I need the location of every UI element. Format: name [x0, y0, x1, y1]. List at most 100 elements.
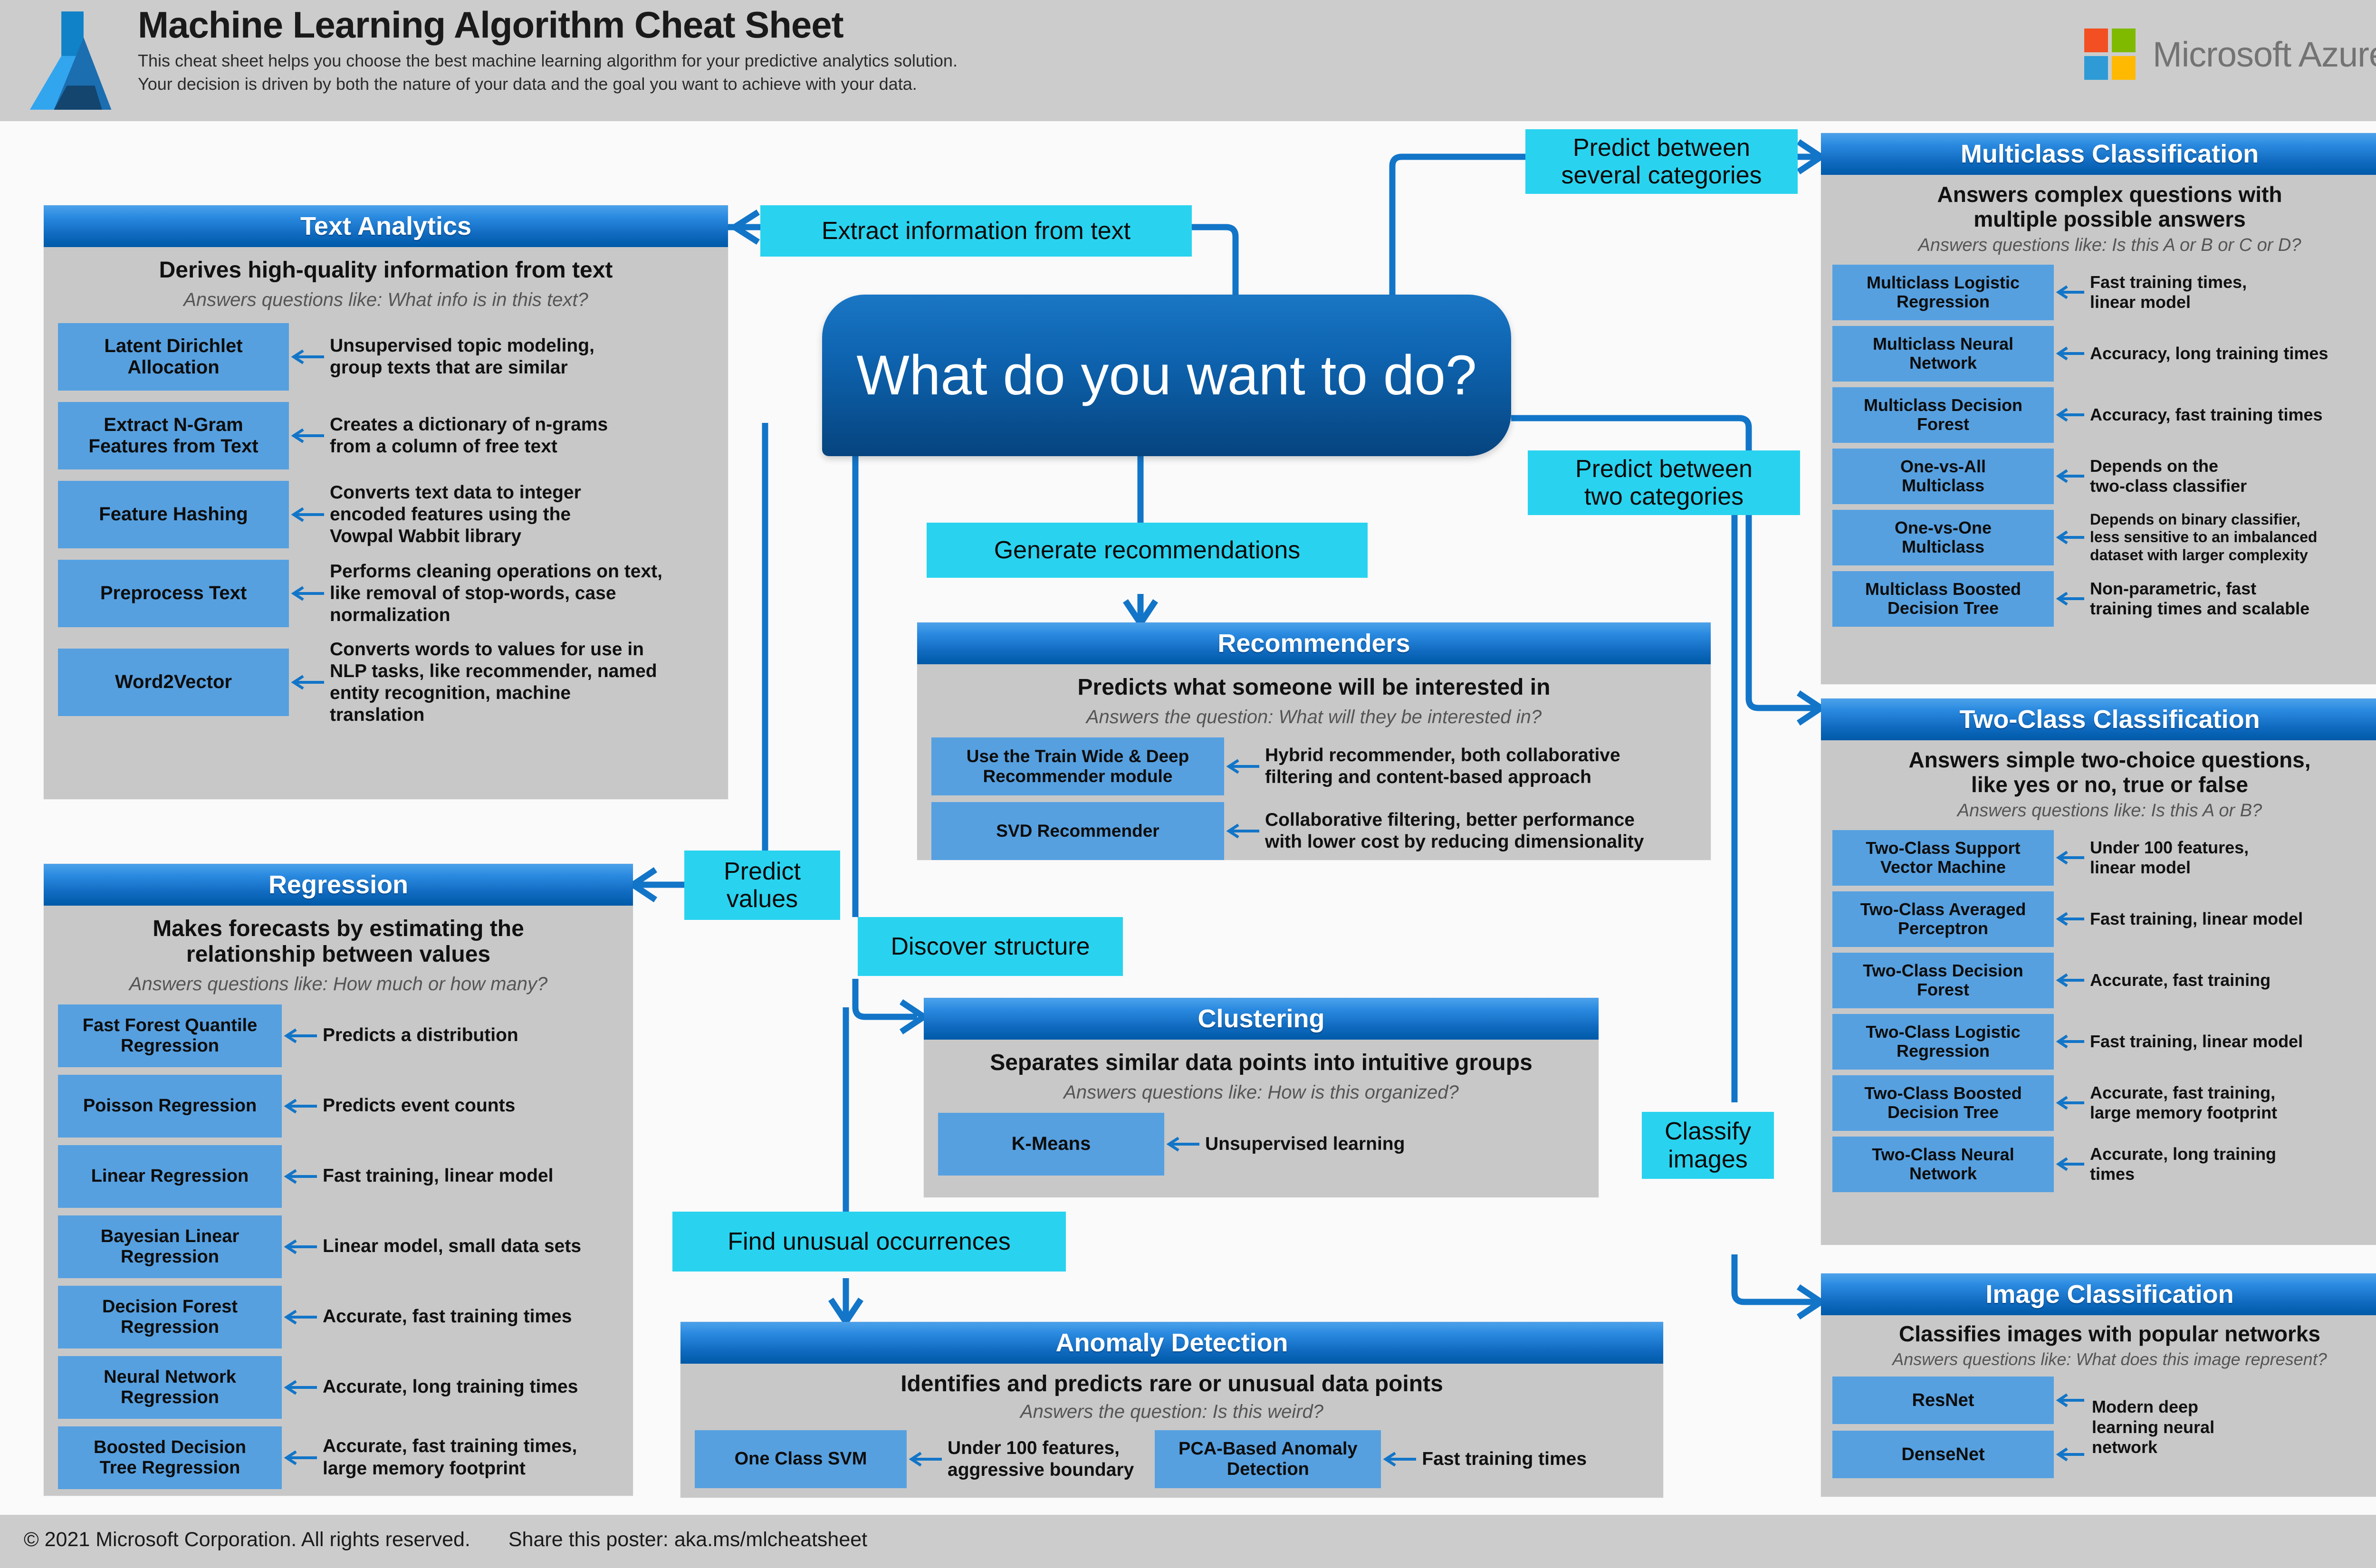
- left-arrow-icon: [1164, 1135, 1201, 1154]
- algorithm-note: Hybrid recommender, both collaborative f…: [1265, 745, 1620, 787]
- algorithm-row: SVD Recommender Collaborative filtering,…: [931, 802, 1696, 860]
- algorithm-box[interactable]: K-Means: [938, 1112, 1164, 1176]
- algorithm-row: Two-Class Boosted Decision Tree Accurate…: [1832, 1075, 2376, 1131]
- algorithm-row: Latent Dirichlet Allocation Unsupervised…: [58, 323, 714, 391]
- left-arrow-icon: [2054, 283, 2086, 301]
- panel-description: Identifies and predicts rare or unusual …: [901, 1371, 1443, 1396]
- algorithm-box[interactable]: Linear Regression: [58, 1145, 282, 1208]
- algorithm-box[interactable]: SVD Recommender: [931, 802, 1224, 860]
- panel-question: Answers questions like: What info is in …: [183, 289, 588, 310]
- algorithm-row: Multiclass Neural Network Accuracy, long…: [1832, 325, 2376, 382]
- algorithm-box[interactable]: Two-Class Averaged Perceptron: [1832, 891, 2054, 947]
- left-arrow-icon: [2054, 1033, 2086, 1051]
- algorithm-box[interactable]: Two-Class Neural Network: [1832, 1136, 2054, 1192]
- panel-title: Clustering: [924, 998, 1599, 1040]
- panel-description: Answers complex questions with multiple …: [1937, 182, 2282, 231]
- center-question-bubble: What do you want to do?: [822, 295, 1511, 456]
- panel-recommenders: Recommenders Predicts what someone will …: [917, 622, 1711, 860]
- algorithm-note: Predicts event counts: [323, 1095, 516, 1116]
- share-link[interactable]: Share this poster: aka.ms/mlcheatsheet: [508, 1528, 868, 1551]
- algorithm-box[interactable]: Poisson Regression: [58, 1074, 282, 1138]
- algorithm-note: Performs cleaning operations on text, li…: [330, 561, 662, 625]
- decision-discover-structure[interactable]: Discover structure: [858, 917, 1123, 976]
- decision-label: Predict between two categories: [1575, 455, 1753, 510]
- algorithm-row: Linear Regression Fast training, linear …: [58, 1145, 619, 1208]
- algorithm-list: Multiclass Logistic Regression Fast trai…: [1832, 264, 2376, 627]
- algorithm-box[interactable]: One-vs-One Multiclass: [1832, 509, 2054, 565]
- algorithm-row: Boosted Decision Tree Regression Accurat…: [58, 1426, 619, 1489]
- algorithm-box[interactable]: ResNet: [1832, 1376, 2054, 1424]
- algorithm-box[interactable]: Extract N-Gram Features from Text: [58, 402, 289, 469]
- algorithm-box[interactable]: One-vs-All Multiclass: [1832, 448, 2054, 504]
- algorithm-box[interactable]: Decision Forest Regression: [58, 1285, 282, 1348]
- left-arrow-icon: [289, 673, 326, 692]
- decision-extract-information-from-text[interactable]: Extract information from text: [760, 205, 1192, 257]
- algorithm-box[interactable]: Feature Hashing: [58, 480, 289, 548]
- algorithm-box[interactable]: Multiclass Boosted Decision Tree: [1832, 571, 2054, 627]
- panel-multiclass-classification: Multiclass Classification Answers comple…: [1821, 133, 2376, 684]
- left-arrow-icon: [2054, 1445, 2086, 1463]
- decision-classify-images[interactable]: Classify images: [1642, 1112, 1774, 1179]
- algorithm-note: Under 100 features, aggressive boundary: [948, 1437, 1134, 1480]
- algorithm-box[interactable]: Boosted Decision Tree Regression: [58, 1426, 282, 1489]
- left-arrow-icon: [1381, 1450, 1418, 1469]
- algorithm-box[interactable]: Two-Class Logistic Regression: [1832, 1013, 2054, 1070]
- left-arrow-icon: [289, 584, 326, 603]
- algorithm-list: Use the Train Wide & Deep Recommender mo…: [931, 737, 1696, 860]
- algorithm-box[interactable]: Fast Forest Quantile Regression: [58, 1004, 282, 1067]
- panel-question: Answers the question: Is this weird?: [1020, 1401, 1324, 1422]
- algorithm-note: Accurate, long training times: [323, 1377, 578, 1397]
- algorithm-box[interactable]: Word2Vector: [58, 648, 289, 716]
- decision-label: Generate recommendations: [994, 536, 1301, 564]
- algorithm-row: Two-Class Decision Forest Accurate, fast…: [1832, 952, 2376, 1008]
- algorithm-box[interactable]: PCA-Based Anomaly Detection: [1155, 1430, 1381, 1488]
- algorithm-row: One-vs-All Multiclass Depends on the two…: [1832, 448, 2376, 504]
- decision-find-unusual-occurrences[interactable]: Find unusual occurrences: [672, 1212, 1066, 1272]
- algorithm-note: Depends on the two-class classifier: [2090, 456, 2247, 496]
- algorithm-box[interactable]: Neural Network Regression: [58, 1356, 282, 1419]
- algorithm-note: Unsupervised learning: [1205, 1133, 1405, 1154]
- microsoft-azure-wordmark: Microsoft Azure: [2153, 34, 2376, 74]
- algorithm-row: Fast Forest Quantile Regression Predicts…: [58, 1004, 619, 1067]
- left-arrow-icon: [2054, 590, 2086, 608]
- algorithm-note: Fast training, linear model: [2090, 1031, 2303, 1051]
- algorithm-row: Two-Class Logistic Regression Fast train…: [1832, 1013, 2376, 1070]
- algorithm-box[interactable]: Two-Class Boosted Decision Tree: [1832, 1075, 2054, 1131]
- decision-predict-between-several-categories[interactable]: Predict between several categories: [1525, 129, 1798, 194]
- left-arrow-icon: [2054, 467, 2086, 485]
- algorithm-box[interactable]: Multiclass Logistic Regression: [1832, 264, 2054, 320]
- algorithm-note: Collaborative filtering, better performa…: [1265, 809, 1644, 852]
- algorithm-list: K-Means Unsupervised learning: [938, 1112, 1584, 1176]
- algorithm-box[interactable]: Preprocess Text: [58, 559, 289, 627]
- panel-title: Recommenders: [917, 622, 1711, 664]
- algorithm-list: ResNet DenseNet Modern deep learning neu…: [1832, 1376, 2376, 1478]
- algorithm-note: Depends on binary classifier, less sensi…: [2090, 510, 2318, 564]
- algorithm-box[interactable]: DenseNet: [1832, 1430, 2054, 1478]
- algorithm-row: Two-Class Neural Network Accurate, long …: [1832, 1136, 2376, 1192]
- decision-predict-between-two-categories[interactable]: Predict between two categories: [1528, 450, 1800, 515]
- panel-question: Answers the question: What will they be …: [1086, 706, 1542, 727]
- panel-question: Answers questions like: Is this A or B o…: [1918, 235, 2301, 256]
- algorithm-row: Decision Forest Regression Accurate, fas…: [58, 1285, 619, 1348]
- algorithm-box[interactable]: Use the Train Wide & Deep Recommender mo…: [931, 737, 1224, 795]
- panel-image-classification: Image Classification Classifies images w…: [1821, 1273, 2376, 1497]
- algorithm-box[interactable]: Two-Class Decision Forest: [1832, 952, 2054, 1008]
- panel-description: Classifies images with popular networks: [1898, 1321, 2321, 1346]
- decision-predict-values[interactable]: Predict values: [684, 851, 840, 920]
- algorithm-row: Two-Class Support Vector Machine Under 1…: [1832, 830, 2376, 886]
- decision-generate-recommendations[interactable]: Generate recommendations: [927, 523, 1368, 578]
- algorithm-row: Preprocess Text Performs cleaning operat…: [58, 559, 714, 627]
- algorithm-box[interactable]: One Class SVM: [695, 1430, 907, 1488]
- panel-description: Separates similar data points into intui…: [990, 1050, 1533, 1075]
- algorithm-box[interactable]: Multiclass Neural Network: [1832, 325, 2054, 382]
- algorithm-note: Converts words to values for use in NLP …: [330, 639, 657, 725]
- left-arrow-icon: [289, 347, 326, 366]
- algorithm-box[interactable]: Latent Dirichlet Allocation: [58, 323, 289, 391]
- center-question-text: What do you want to do?: [856, 344, 1477, 407]
- algorithm-box[interactable]: Multiclass Decision Forest: [1832, 387, 2054, 443]
- algorithm-box[interactable]: Bayesian Linear Regression: [58, 1215, 282, 1278]
- algorithm-row: Word2Vector Converts words to values for…: [58, 639, 714, 726]
- algorithm-row: K-Means Unsupervised learning: [938, 1112, 1584, 1176]
- panel-question: Answers questions like: What does this i…: [1892, 1349, 2327, 1369]
- algorithm-box[interactable]: Two-Class Support Vector Machine: [1832, 830, 2054, 886]
